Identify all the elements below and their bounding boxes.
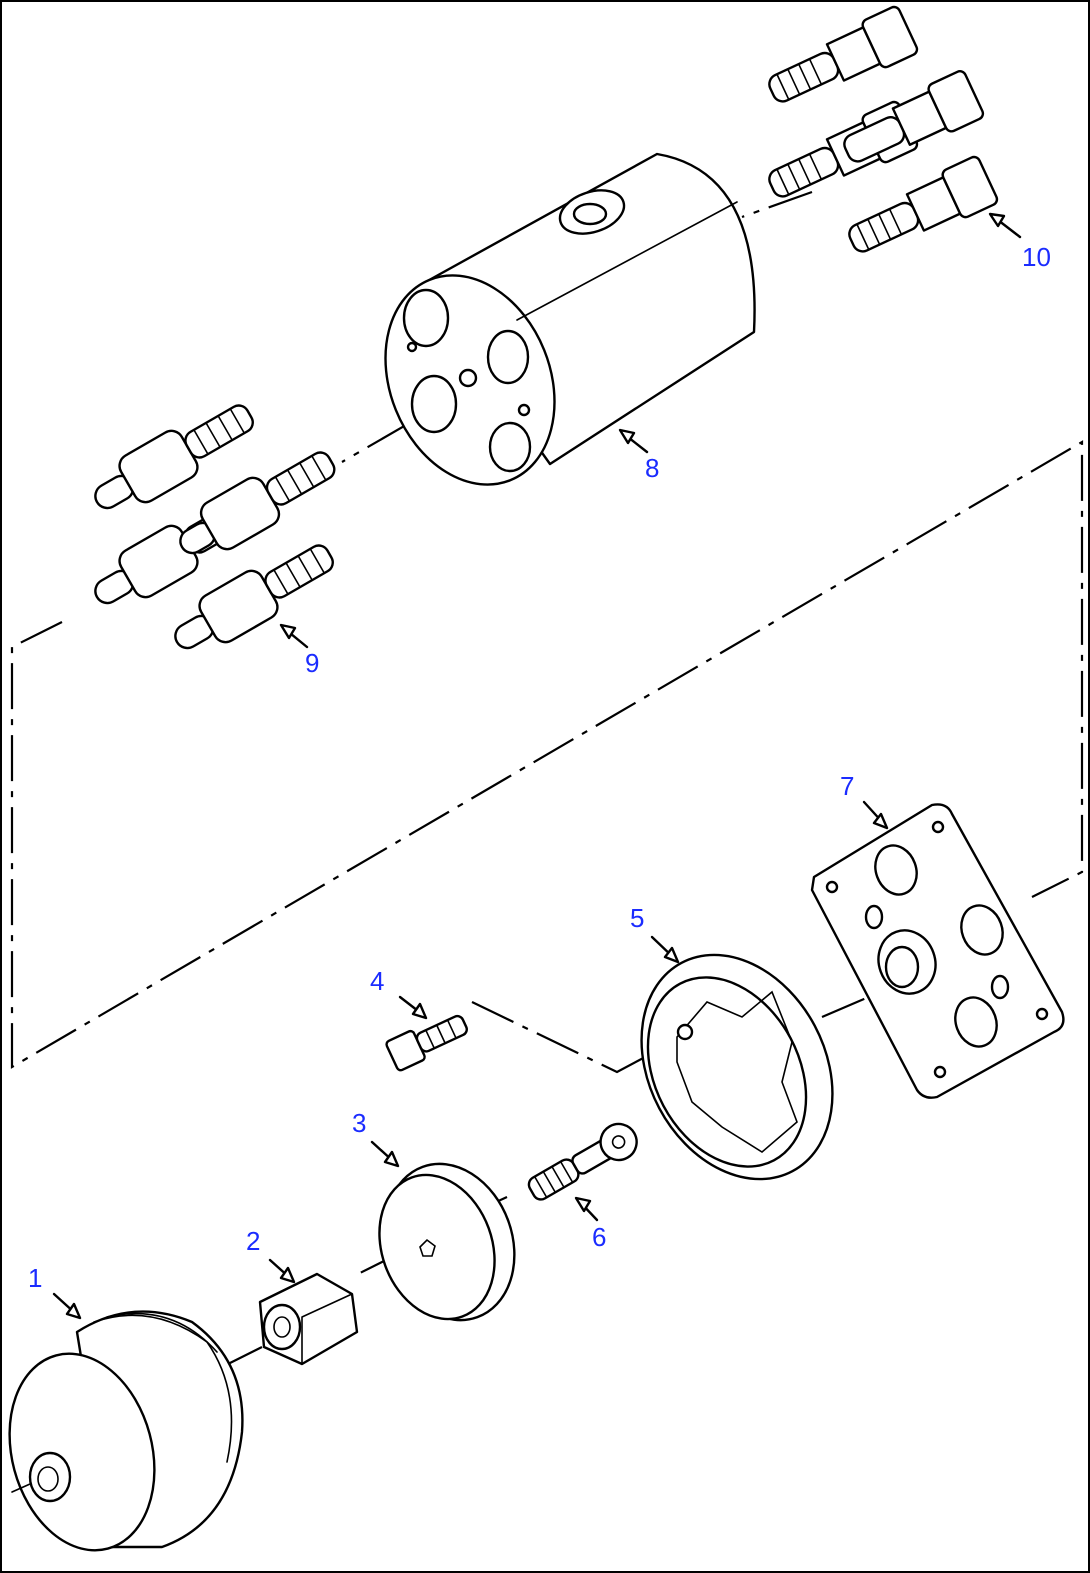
part-4-screw: [385, 1014, 468, 1072]
part-10-fittings: [768, 5, 999, 253]
callout-4: 4: [370, 966, 384, 996]
part-6-pin: [527, 1122, 638, 1201]
callout-7: 7: [840, 771, 854, 801]
callout-9: 9: [305, 648, 319, 678]
part-9-cartridges: [94, 404, 336, 650]
callout-labels: 10 8 9 7 5 4 3 6 2 1: [28, 242, 1051, 1293]
part-5-ring: [640, 953, 834, 1181]
callout-2: 2: [246, 1226, 260, 1256]
callout-10: 10: [1022, 242, 1051, 272]
part-7-plate: [810, 803, 1065, 1099]
callout-1: 1: [28, 1263, 42, 1293]
part-2-nut: [258, 1272, 359, 1366]
part-1-cap: [8, 1310, 244, 1552]
callout-5: 5: [630, 903, 644, 933]
part-8-valve-body: [384, 152, 756, 486]
callout-8: 8: [645, 453, 659, 483]
callout-3: 3: [352, 1108, 366, 1138]
part-3-disc: [378, 1162, 516, 1322]
callout-6: 6: [592, 1222, 606, 1252]
leader-arrows: [52, 212, 1022, 1320]
